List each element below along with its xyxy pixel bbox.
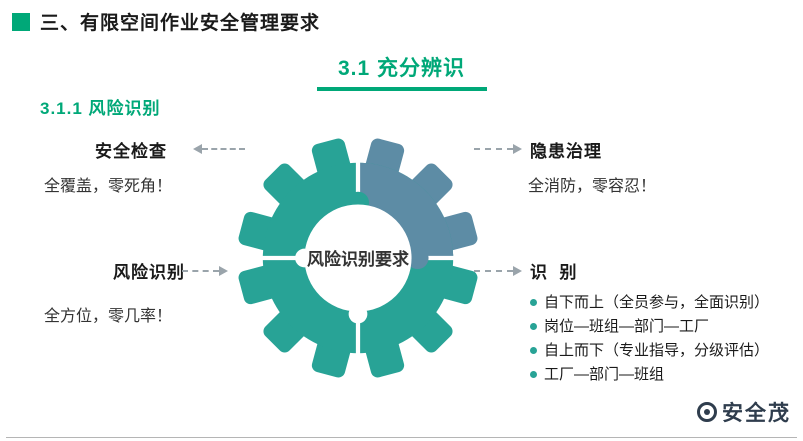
arrow-to-gear-icon xyxy=(182,266,228,276)
arrowhead-right-icon xyxy=(513,266,522,276)
section-heading-wrap: 3.1 充分辨识 xyxy=(0,52,803,91)
puzzle-tab-right xyxy=(406,246,429,270)
watermark: 安全茂 xyxy=(697,397,791,427)
section-heading: 3.1 充分辨识 xyxy=(337,57,466,80)
callout-hazard-control-title: 隐患治理 xyxy=(530,142,602,161)
callout-risk-identify-desc: 全方位，零几率！ xyxy=(44,308,173,325)
arrowhead-left-icon xyxy=(193,144,202,154)
gear-hub xyxy=(304,204,412,312)
list-item: 岗位—班组—部门—工厂 xyxy=(530,316,778,337)
callout-risk-identify-title: 风险识别 xyxy=(113,263,185,282)
callout-safety-check-title: 安全检查 xyxy=(95,142,167,161)
list-item-text: 工厂—部门—班组 xyxy=(544,366,665,383)
watermark-text: 安全茂 xyxy=(722,402,791,425)
list-item: 自上而下（专业指导，分级评估） xyxy=(530,340,778,361)
arrow-left-icon xyxy=(193,144,245,154)
list-item-text: 自上而下（专业指导，分级评估） xyxy=(544,342,770,359)
bullet-dot-icon xyxy=(530,299,537,306)
list-item: 自下而上（全员参与，全面识别） xyxy=(530,292,778,313)
callout-safety-check-desc: 全覆盖，零死角！ xyxy=(44,178,173,195)
list-item-text: 自下而上（全员参与，全面识别） xyxy=(544,294,770,311)
list-item-text: 岗位—班组—部门—工厂 xyxy=(544,318,710,335)
arrow-right-icon xyxy=(474,144,522,154)
slide-title: 三、有限空间作业安全管理要求 xyxy=(40,13,321,34)
arrow-right-icon xyxy=(474,266,522,276)
bottom-divider xyxy=(6,437,797,438)
identification-list: 自下而上（全员参与，全面识别） 岗位—班组—部门—工厂 自上而下（专业指导，分级… xyxy=(530,292,778,388)
section-heading-underline xyxy=(316,87,487,91)
gear-diagram: 风险识别要求 xyxy=(222,122,494,394)
gear-icon: 风险识别要求 xyxy=(238,138,478,378)
watermark-logo-icon xyxy=(697,402,717,422)
callout-identification-title: 识 别 xyxy=(530,263,578,282)
bullet-dot-icon xyxy=(530,347,537,354)
bullet-dot-icon xyxy=(530,323,537,330)
list-item: 工厂—部门—班组 xyxy=(530,364,778,385)
bullet-dot-icon xyxy=(530,371,537,378)
callout-hazard-control-desc: 全消防，零容忍！ xyxy=(528,178,657,195)
arrowhead-right-icon xyxy=(513,144,522,154)
arrowhead-right-icon xyxy=(219,266,228,276)
gear-center-label: 风险识别要求 xyxy=(307,249,409,269)
subsection-heading: 3.1.1 风险识别 xyxy=(40,99,161,118)
title-bullet-square xyxy=(12,13,30,31)
